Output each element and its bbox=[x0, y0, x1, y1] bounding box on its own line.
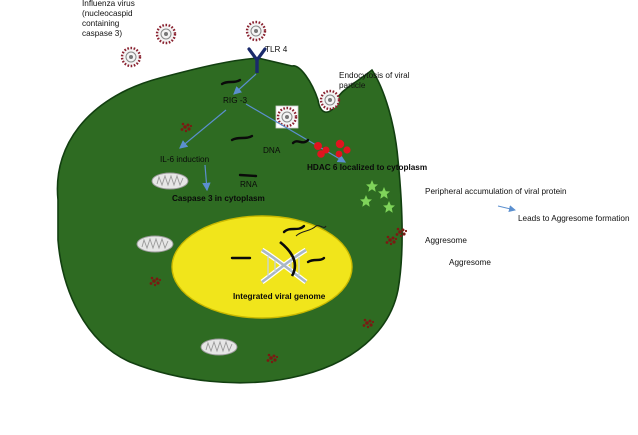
hdac6-molecule-icon bbox=[314, 139, 351, 158]
virus-particle-icon bbox=[276, 106, 298, 128]
arrow-leads-to bbox=[497, 205, 516, 213]
virus-particle-icon bbox=[120, 46, 142, 68]
viral-dna-strand-icon bbox=[220, 78, 326, 264]
tlr4-label: TLR 4 bbox=[265, 45, 288, 54]
rna-label: RNA bbox=[240, 180, 258, 189]
influenza-line-3: containing bbox=[82, 19, 120, 28]
mitochondrion-icon bbox=[200, 338, 238, 356]
caspase3-label: Caspase 3 in cytoplasm bbox=[172, 194, 265, 203]
aggresome-label-2: Aggresome bbox=[449, 258, 491, 267]
virus-particle-icon bbox=[245, 20, 267, 42]
virus-particle-icon bbox=[155, 23, 177, 45]
mitochondrion-icon bbox=[151, 172, 189, 190]
endocytosis-label: Endocytosis of viral particle bbox=[339, 71, 410, 91]
integrated-genome-label: Integrated viral genome bbox=[233, 292, 326, 301]
viral-dna-strand-icon bbox=[295, 225, 327, 237]
endocytosis-line-2: particle bbox=[339, 81, 366, 90]
influenza-virus-label: Influenza virus (nucleocaspid containing… bbox=[82, 0, 135, 39]
il6-label: IL-6 induction bbox=[160, 155, 210, 164]
dna-helix-icon bbox=[260, 240, 308, 285]
leads-to-label: Leads to Aggresome formation bbox=[518, 214, 630, 223]
influenza-line-4: caspase 3) bbox=[82, 29, 123, 38]
arrow-rig3-to-il6 bbox=[179, 109, 227, 149]
peripheral-label: Peripheral accumulation of viral protein bbox=[425, 187, 567, 196]
tlr4-receptor-icon bbox=[247, 47, 267, 73]
hdac6-label: HDAC 6 localized to cytoplasm bbox=[307, 163, 428, 172]
virus-particle-icon bbox=[319, 89, 341, 111]
endocytosis-line-1: Endocytosis of viral bbox=[339, 71, 410, 80]
mitochondrion-icon bbox=[136, 235, 174, 253]
aggresome-label-1: Aggresome bbox=[425, 236, 467, 245]
nucleus bbox=[171, 215, 353, 319]
influenza-line-1: Influenza virus bbox=[82, 0, 135, 8]
arrow-tlr4-to-rig3 bbox=[233, 73, 257, 95]
dna-label: DNA bbox=[263, 146, 281, 155]
rig3-label: RIG -3 bbox=[223, 96, 248, 105]
arrow-il6-to-caspase3 bbox=[202, 164, 211, 192]
influenza-line-2: (nucleocaspid bbox=[82, 9, 133, 18]
